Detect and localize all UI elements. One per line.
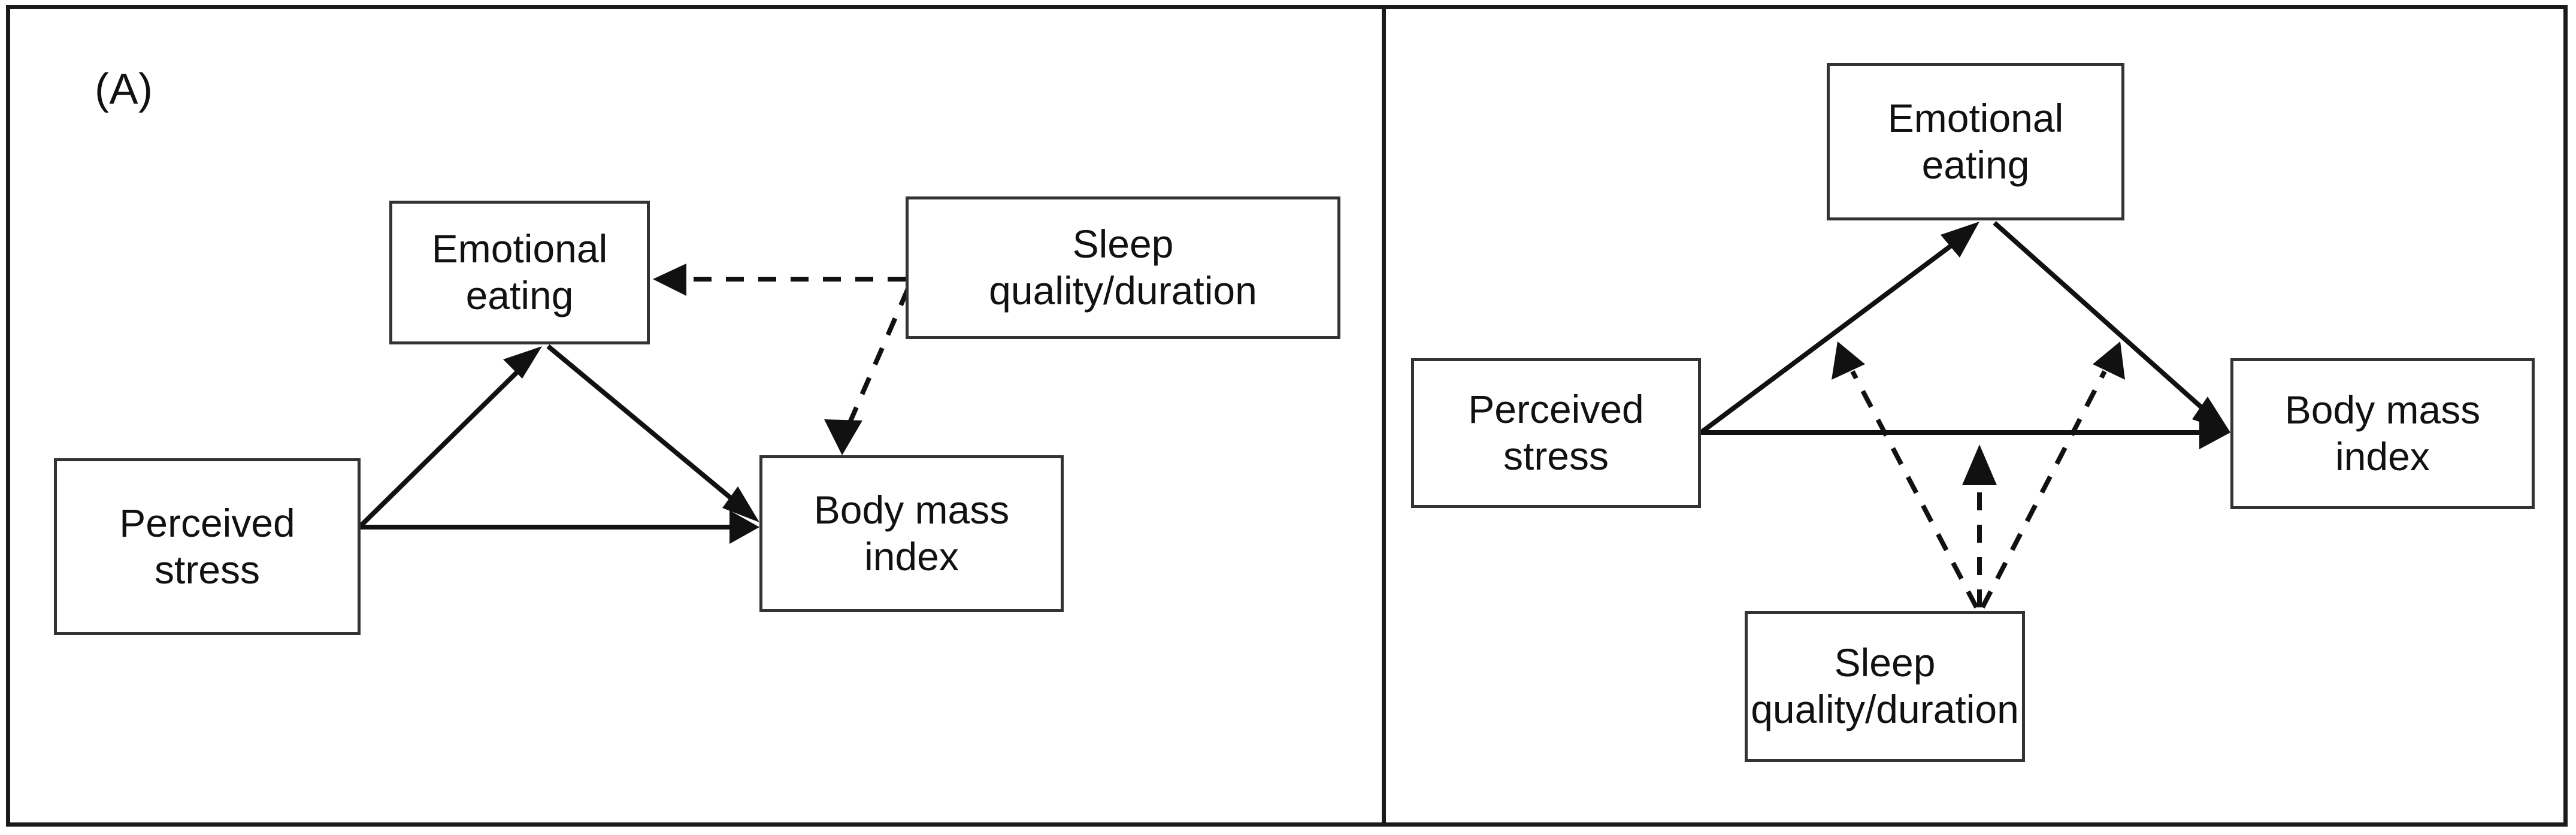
panel-a-label: (A) [95,65,153,113]
panel-b-node-sleep-quality-duration[interactable]: Sleep quality/duration [1745,611,2025,762]
node-label: Body mass index [2284,388,2481,479]
panel-a-node-sleep-quality-duration[interactable]: Sleep quality/duration [906,196,1340,339]
node-label: Sleep quality/duration [1751,640,2019,731]
node-label: Emotional eating [1887,95,2064,187]
panel-divider [1382,5,1386,827]
node-label: Sleep quality/duration [989,222,1257,313]
panel-a-node-emotional-eating[interactable]: Emotional eating [389,201,650,344]
panel-b-node-perceived-stress[interactable]: Perceived stress [1411,358,1701,508]
panel-a: (A) [6,5,1382,827]
panel-b-node-body-mass-index[interactable]: Body mass index [2230,358,2535,509]
panel-a-node-perceived-stress[interactable]: Perceived stress [54,458,361,635]
node-label: Body mass index [813,488,1010,579]
node-label: Perceived stress [119,500,295,592]
node-label: Perceived stress [1468,387,1644,478]
panel-b-node-emotional-eating[interactable]: Emotional eating [1827,63,2124,220]
node-label: Emotional eating [431,226,608,317]
panel-a-node-body-mass-index[interactable]: Body mass index [759,455,1064,612]
